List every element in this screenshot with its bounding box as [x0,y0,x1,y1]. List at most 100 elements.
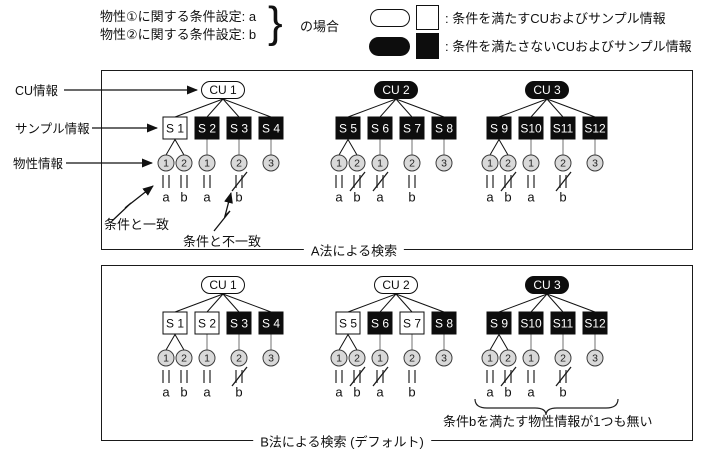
annotation-no-match-b: 条件bを満たす物性情報が1つも無い [443,414,653,429]
match-letter: b [559,189,567,205]
match-letter: a [335,189,343,205]
legend-square-white [416,5,439,30]
sample-node: S 6 [367,116,393,140]
match-letter: a [376,384,384,400]
sample-node: S 8 [431,116,457,140]
match-letter: a [486,384,494,400]
sample-node: S 9 [486,116,512,140]
property-node: 1 [481,349,499,367]
match-letter: b [235,384,243,400]
match-letter: b [504,384,512,400]
match-letter: b [504,189,512,205]
property-node: 2 [348,154,366,172]
property-node: 1 [157,349,175,367]
sample-node: S 2 [194,116,220,140]
property-node: 2 [230,154,248,172]
property-node: 3 [435,154,453,172]
property-node: 1 [522,349,540,367]
match-letter: a [376,189,384,205]
sample-node: S 5 [335,116,361,140]
property-node: 1 [198,154,216,172]
condition-line-1: 物性①に関する条件設定: a [100,9,257,24]
sample-node: S 7 [399,311,425,335]
cu-node: CU 3 [525,81,569,99]
legend-pill-white [370,9,410,27]
sample-node: S 5 [335,311,361,335]
sample-node: S11 [550,311,576,335]
sample-node: S11 [550,116,576,140]
annotation-match: 条件と一致 [104,217,170,232]
sample-node: S10 [518,311,544,335]
sample-node: S 6 [367,311,393,335]
property-node: 1 [481,154,499,172]
sample-node: S 7 [399,116,425,140]
property-node: 2 [348,349,366,367]
property-node: 1 [330,349,348,367]
property-node: 1 [198,349,216,367]
property-node: 1 [371,349,389,367]
property-node: 3 [262,154,280,172]
match-letter: b [180,384,188,400]
sample-node: S12 [582,116,608,140]
case-label: の場合 [300,19,340,34]
property-node: 2 [403,154,421,172]
sample-node: S12 [582,311,608,335]
property-node: 2 [554,154,572,172]
property-node: 3 [435,349,453,367]
property-node: 2 [175,154,193,172]
property-node: 2 [403,349,421,367]
match-letter: a [203,189,211,205]
match-letter: b [408,189,416,205]
property-node: 2 [175,349,193,367]
condition-line-2: 物性②に関する条件設定: b [100,27,257,42]
sample-node: S 3 [226,311,252,335]
legend-label-unsatisfy: : 条件を満たさないCUおよびサンプル情報 [445,39,692,54]
side-label-property: 物性情報 [13,157,64,171]
legend-label-satisfy: : 条件を満たすCUおよびサンプル情報 [445,11,666,26]
side-label-sample: サンプル情報 [15,122,90,136]
sample-node: S 3 [226,116,252,140]
property-node: 1 [157,154,175,172]
sample-node: S 4 [258,311,284,335]
match-letter: b [353,384,361,400]
match-letter: b [353,189,361,205]
property-node: 2 [230,349,248,367]
match-letter: a [527,189,535,205]
panel-caption-a: A法による検索 [303,240,405,260]
match-letter: a [162,384,170,400]
sample-node: S 1 [162,116,188,140]
match-letter: a [335,384,343,400]
match-letter: a [527,384,535,400]
panel-caption-b: B法による検索 (デフォルト) [253,431,431,451]
match-letter: a [162,189,170,205]
cu-node: CU 2 [374,81,418,99]
property-node: 2 [499,349,517,367]
property-node: 1 [371,154,389,172]
case-brace: } [268,0,283,47]
match-letter: b [559,384,567,400]
match-letter: a [486,189,494,205]
match-letter: b [408,384,416,400]
side-label-cu: CU情報 [15,84,59,98]
sample-node: S 4 [258,116,284,140]
legend-pill-black [369,37,410,56]
match-letter: b [180,189,188,205]
property-node: 1 [330,154,348,172]
cu-node: CU 1 [201,81,245,99]
sample-node: S 8 [431,311,457,335]
match-letter: a [203,384,211,400]
cu-node: CU 1 [201,276,245,294]
cu-node: CU 3 [525,276,569,294]
annotation-mismatch: 条件と不一致 [183,234,262,249]
match-letter: b [235,189,243,205]
property-node: 1 [522,154,540,172]
property-node: 3 [586,154,604,172]
property-node: 3 [586,349,604,367]
sample-node: S 2 [194,311,220,335]
property-node: 3 [262,349,280,367]
cu-node: CU 2 [374,276,418,294]
legend-square-black [416,33,439,59]
property-node: 2 [499,154,517,172]
sample-node: S 9 [486,311,512,335]
